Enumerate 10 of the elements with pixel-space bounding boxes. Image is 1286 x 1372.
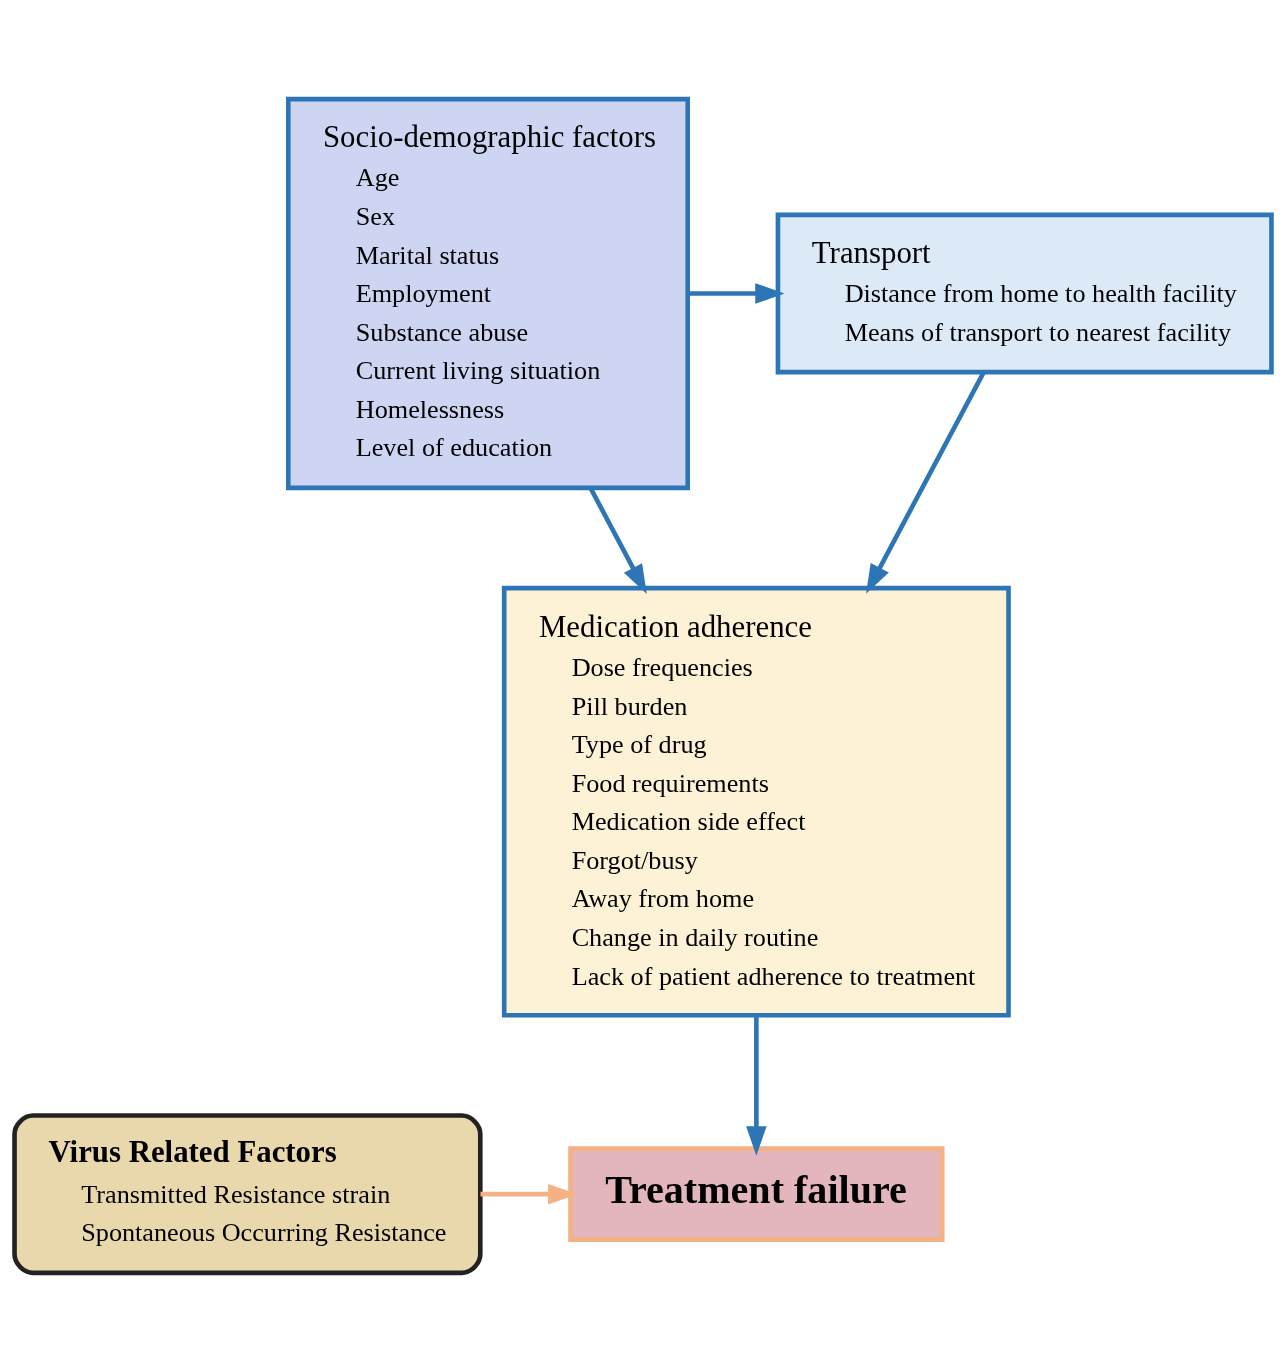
node-box: Treatment failure bbox=[568, 1146, 945, 1242]
node-box: Virus Related Factors Transmitted Resistance strain Spontaneous Occurring Resistance bbox=[12, 1113, 483, 1276]
arrow bbox=[866, 371, 986, 594]
arrow bbox=[588, 487, 647, 594]
arrow bbox=[480, 1183, 578, 1205]
node-box: Medication adherence Dose frequencies Pill burden Type of drug Food requirements Medication side effect Forgot/busy Away from home Change in daily routine Lack of patient adherence to treatment bbox=[501, 585, 1011, 1018]
node-box: Transport Distance from home to health facility Means of transport to nearest facility bbox=[775, 212, 1274, 375]
arrow bbox=[688, 283, 785, 304]
arrow bbox=[746, 1015, 767, 1156]
node-box: Socio-demographic factors Age Sex Marital status Employment Substance abuse Current living situation Homelessness Level of education bbox=[285, 96, 691, 491]
